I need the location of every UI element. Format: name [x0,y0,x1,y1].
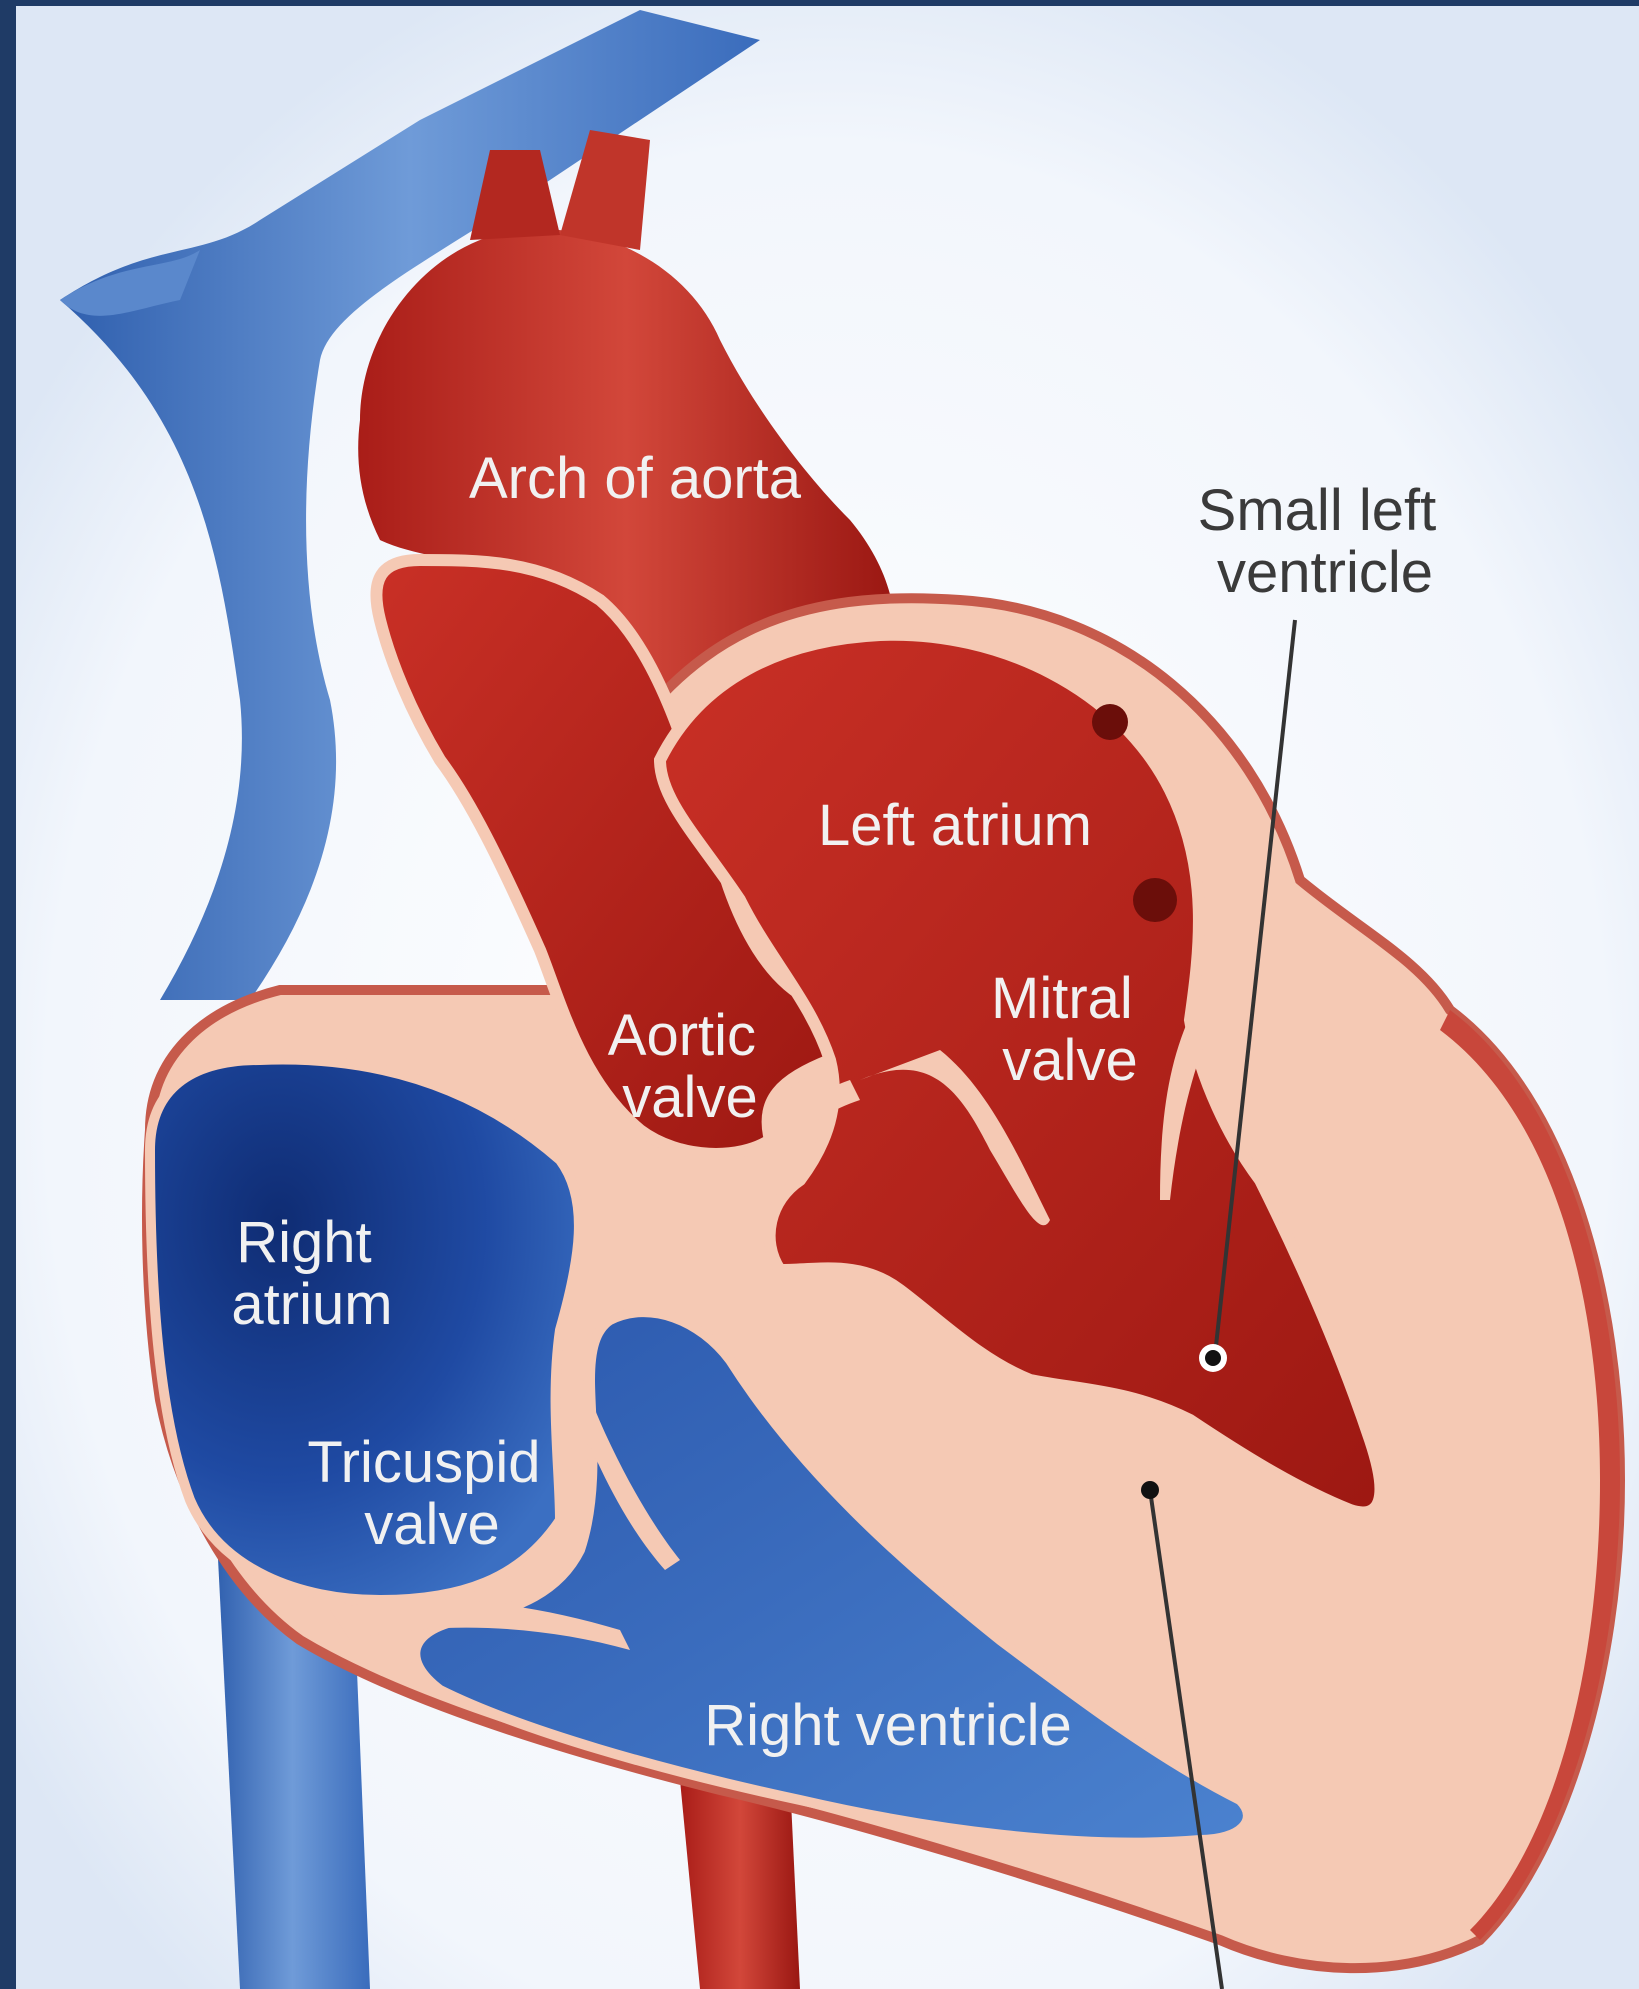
label-line: Aortic [608,1003,756,1068]
label-line: atrium [231,1272,392,1337]
label-right-atrium: Right atrium [231,1210,392,1337]
pulmonary-vein-opening [1092,704,1128,740]
label-line: valve [364,1492,499,1557]
leader-dot [1205,1350,1221,1366]
leader-dot [1141,1481,1159,1499]
label-line: Right [236,1210,371,1275]
label-left-atrium: Left atrium [818,793,1092,858]
label-line: Mitral [991,966,1133,1031]
label-small-left-ventricle: Small left ventricle [1198,478,1453,605]
label-arch-of-aorta: Arch of aorta [469,446,802,511]
label-line: Tricuspid [307,1430,540,1495]
label-line: ventricle [1217,540,1433,605]
label-aortic-valve: Aortic valve [608,1003,772,1130]
label-line: Small left [1198,478,1437,543]
label-right-ventricle: Right ventricle [704,1693,1071,1758]
label-line: valve [622,1065,757,1130]
label-mitral-valve: Mitral valve [991,966,1149,1093]
label-line: valve [1002,1028,1137,1093]
pulmonary-vein-opening [1133,878,1177,922]
descending-aorta [680,1780,800,1989]
